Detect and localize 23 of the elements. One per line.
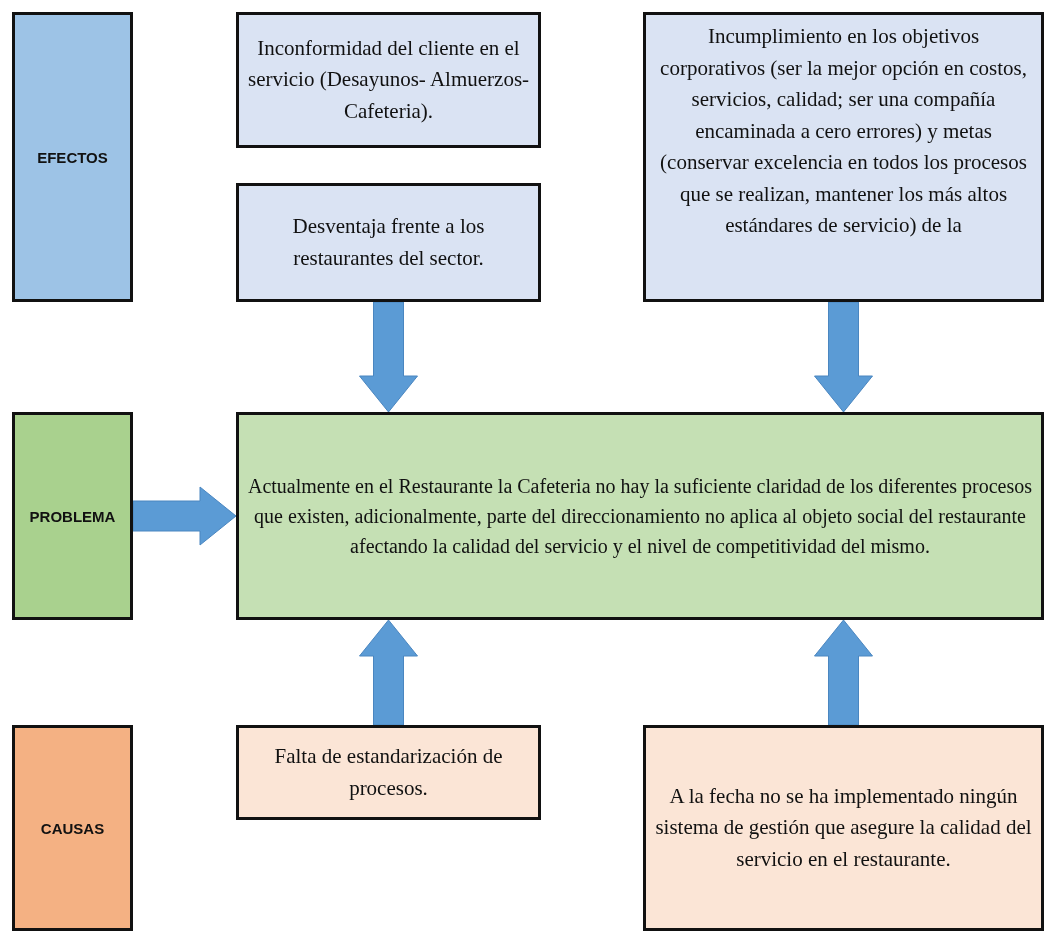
box-text: Incumplimiento en los objetivos corporativos (ser la mejor opción en costos, servicios, calidad; ser una compañía encaminada a cero errores) y metas (conservar excelencia en todos los procesos que se realizan, mantener los más altos estándares de servicio) de la — [659, 23, 1028, 239]
box-text: A la fecha no se ha implementado ningún sistema de gestión que asegure la calidad del servicio en el restaurante. — [654, 782, 1033, 873]
block-arrow — [814, 619, 873, 726]
box-text: Falta de estandarización de procesos. — [273, 743, 504, 802]
text-box — [643, 12, 1044, 302]
text-box — [236, 412, 1044, 620]
block-arrow — [359, 619, 418, 726]
box-text: Actualmente en el Restaurante la Cafeteria no hay la suficiente claridad de los diferentes procesos que existen, adicionalmente, parte del direccionamiento no aplica al objeto social del restaurante afectando la calidad del servicio y el nivel de competitividad del mismo. — [247, 474, 1033, 560]
block-arrow — [359, 301, 418, 413]
text-box — [236, 12, 541, 148]
category-box — [12, 412, 133, 620]
text-box — [236, 725, 541, 820]
category-box — [12, 725, 133, 931]
category-label: EFECTOS — [37, 148, 108, 166]
box-text: Inconformidad del cliente en el servicio (Desayunos- Almuerzos- Cafeteria). — [247, 34, 530, 125]
block-arrow — [132, 486, 237, 546]
text-box — [643, 725, 1044, 931]
text-box — [236, 183, 541, 302]
category-label: PROBLEMA — [29, 507, 116, 525]
category-box — [12, 12, 133, 302]
box-text: Desventaja frente a los restaurantes del sector. — [291, 213, 486, 272]
category-label: CAUSAS — [40, 819, 105, 837]
block-arrow — [814, 301, 873, 413]
